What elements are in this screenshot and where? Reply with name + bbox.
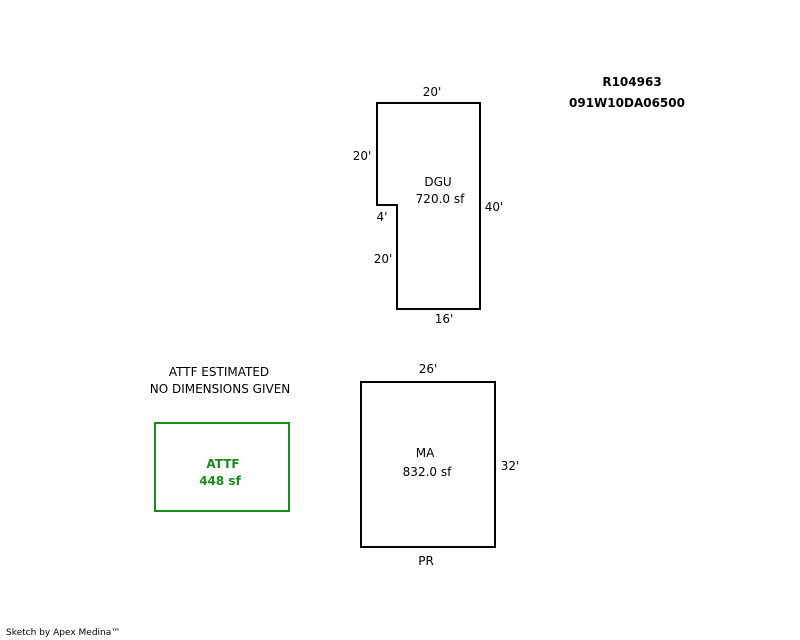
attf-code: ATTF [206, 457, 239, 471]
dgu-dim-left-upper: 20' [353, 149, 372, 163]
ma-dim-top: 26' [419, 362, 438, 376]
attf-outline [154, 422, 290, 512]
dgu-dim-bottom: 16' [435, 312, 454, 326]
ma-area: 832.0 sf [403, 465, 452, 479]
map-tax-lot: 091W10DA06500 [569, 96, 685, 110]
dgu-area: 720.0 sf [416, 192, 465, 206]
dgu-dim-left-lower: 20' [374, 252, 393, 266]
dgu-dim-notch: 4' [377, 210, 388, 224]
sketch-credit: Sketch by Apex Medina™ [6, 628, 121, 638]
ma-below-label: PR [418, 554, 434, 568]
account-id: R104963 [602, 75, 661, 89]
dgu-outline [376, 102, 481, 310]
attf-note-line2: NO DIMENSIONS GIVEN [150, 382, 291, 396]
ma-code: MA [416, 446, 435, 460]
attf-area: 448 sf [199, 474, 241, 488]
dgu-dim-top: 20' [423, 85, 442, 99]
dgu-code: DGU [424, 175, 451, 189]
ma-dim-right: 32' [501, 459, 520, 473]
ma-outline [360, 381, 496, 548]
attf-note-line1: ATTF ESTIMATED [169, 365, 269, 379]
dgu-dim-right: 40' [485, 200, 504, 214]
